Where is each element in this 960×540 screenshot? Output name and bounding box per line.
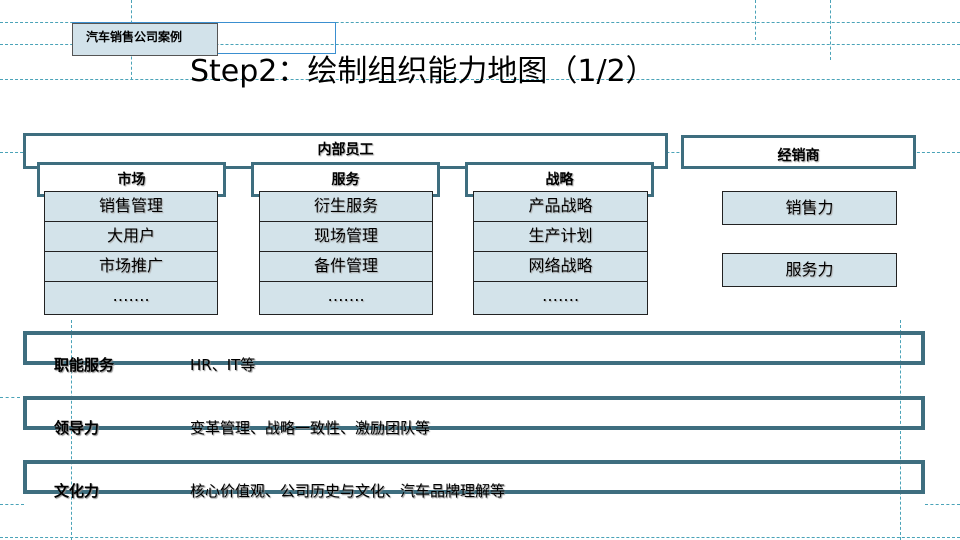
band-desc: HR、IT等 bbox=[190, 356, 256, 374]
band-culture bbox=[23, 460, 925, 494]
guide-line bbox=[0, 504, 24, 505]
band-desc: 核心价值观、公司历史与文化、汽车品牌理解等 bbox=[190, 482, 506, 500]
band-leadership bbox=[23, 396, 925, 430]
dealer-header: 经销商 bbox=[681, 135, 916, 169]
guide-line bbox=[900, 320, 901, 540]
list-item: ……. bbox=[327, 286, 365, 305]
list-item: 大用户 bbox=[45, 222, 217, 252]
case-label: 汽车销售公司案例 bbox=[72, 23, 218, 56]
guide-line bbox=[71, 320, 72, 540]
guide-line bbox=[0, 397, 20, 398]
list-item: 网络战略 bbox=[474, 252, 647, 282]
group-list-strategy: 产品战略 生产计划 网络战略 ……. bbox=[473, 191, 648, 315]
guide-line bbox=[0, 79, 960, 80]
dealer-item: 销售力 bbox=[722, 191, 897, 225]
list-item: 备件管理 bbox=[260, 252, 432, 282]
list-item: 产品战略 bbox=[474, 192, 647, 222]
guide-line bbox=[755, 0, 756, 40]
list-item: 市场推广 bbox=[45, 252, 217, 282]
page-title: Step2：绘制组织能力地图（1/2） bbox=[190, 54, 656, 89]
band-label: 职能服务 bbox=[54, 356, 115, 374]
dealer-item: 服务力 bbox=[722, 253, 897, 287]
list-item: 衍生服务 bbox=[260, 192, 432, 222]
list-item: 现场管理 bbox=[260, 222, 432, 252]
guide-line bbox=[0, 537, 960, 538]
band-functional bbox=[23, 331, 925, 365]
band-label: 文化力 bbox=[54, 482, 100, 500]
list-item: 生产计划 bbox=[474, 222, 647, 252]
list-item: ……. bbox=[541, 286, 580, 305]
guide-line bbox=[0, 44, 960, 45]
guide-line bbox=[925, 504, 960, 505]
group-list-market: 销售管理 大用户 市场推广 ……. bbox=[44, 191, 218, 315]
list-item: 销售管理 bbox=[45, 192, 217, 222]
band-desc: 变革管理、战略一致性、激励团队等 bbox=[190, 419, 431, 437]
list-item: ……. bbox=[112, 286, 150, 305]
guide-line bbox=[830, 0, 831, 60]
guide-line bbox=[0, 22, 960, 23]
band-label: 领导力 bbox=[54, 419, 100, 437]
group-list-service: 衍生服务 现场管理 备件管理 ……. bbox=[259, 191, 433, 315]
